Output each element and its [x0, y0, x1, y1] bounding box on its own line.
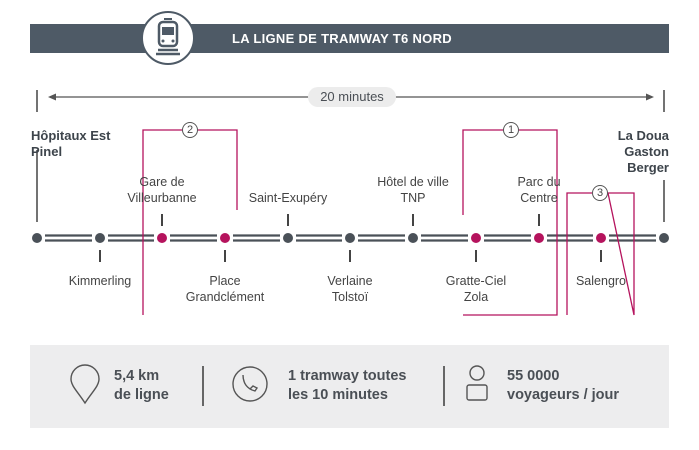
- page-title: LA LIGNE DE TRAMWAY T6 NORD: [232, 31, 452, 46]
- zone-3-box: [566, 192, 635, 316]
- zone-3-badge: 3: [592, 185, 608, 201]
- station-tick: [600, 250, 602, 262]
- station-dot: [157, 233, 167, 243]
- station-name-line: Place: [209, 274, 241, 288]
- zone-2-box: [142, 129, 238, 315]
- station-name-line: Centre: [520, 191, 558, 205]
- station-name-line: Kimmerling: [68, 274, 132, 288]
- station-name-line: Tolstoï: [331, 290, 369, 304]
- track: [45, 234, 656, 242]
- station-dot: [596, 233, 606, 243]
- station-dot: [471, 233, 481, 243]
- location-pin-icon: [70, 364, 100, 405]
- station-tick: [349, 250, 351, 262]
- tram-icon: [141, 11, 195, 65]
- divider: [202, 366, 204, 406]
- station-name-line: Salengro: [575, 274, 627, 288]
- station-tick: [475, 250, 477, 262]
- divider: [443, 366, 445, 406]
- station-dot: [283, 233, 293, 243]
- station-tick: [412, 214, 414, 226]
- station-name-line: Parc du: [517, 175, 561, 189]
- station-dot: [95, 233, 105, 243]
- station-label: Saint-Exupéry: [228, 190, 348, 206]
- station-name-line: Saint-Exupéry: [248, 191, 328, 205]
- station-dot: [32, 233, 42, 243]
- duration-label: 20 minutes: [308, 87, 396, 107]
- station-label: Gare de Villeurbanne: [102, 174, 222, 206]
- station-name-line: TNP: [400, 191, 426, 205]
- station-tick: [99, 250, 101, 262]
- zone-1-badge: 1: [503, 122, 519, 138]
- person-icon: [466, 365, 488, 401]
- station-dot: [534, 233, 544, 243]
- station-name-line: Grandclément: [185, 290, 265, 304]
- station-dot: [408, 233, 418, 243]
- station-tick: [224, 250, 226, 262]
- station-tick: [538, 214, 540, 226]
- zone-2-badge: 2: [182, 122, 198, 138]
- station-dot: [659, 233, 669, 243]
- station-name-line: Hôtel de ville: [377, 175, 449, 189]
- station-name-line: Gratte-Ciel: [445, 274, 507, 288]
- zone-1-box: [462, 129, 558, 316]
- station-tick: [287, 214, 289, 226]
- station-dot: [345, 233, 355, 243]
- stats-panel: [30, 345, 669, 428]
- station-name-line: Villeurbanne: [127, 191, 197, 205]
- clock-icon: [232, 366, 268, 402]
- title-banner: [30, 24, 669, 53]
- station-name-line: Zola: [463, 290, 489, 304]
- station-name-line: Verlaine: [327, 274, 373, 288]
- station-dot: [220, 233, 230, 243]
- station-label: Parc du Centre: [479, 174, 599, 206]
- station-name-line: Gare de: [139, 175, 185, 189]
- station-tick: [161, 214, 163, 226]
- station-label: Kimmerling: [40, 273, 160, 289]
- station-label: Salengro: [541, 273, 661, 289]
